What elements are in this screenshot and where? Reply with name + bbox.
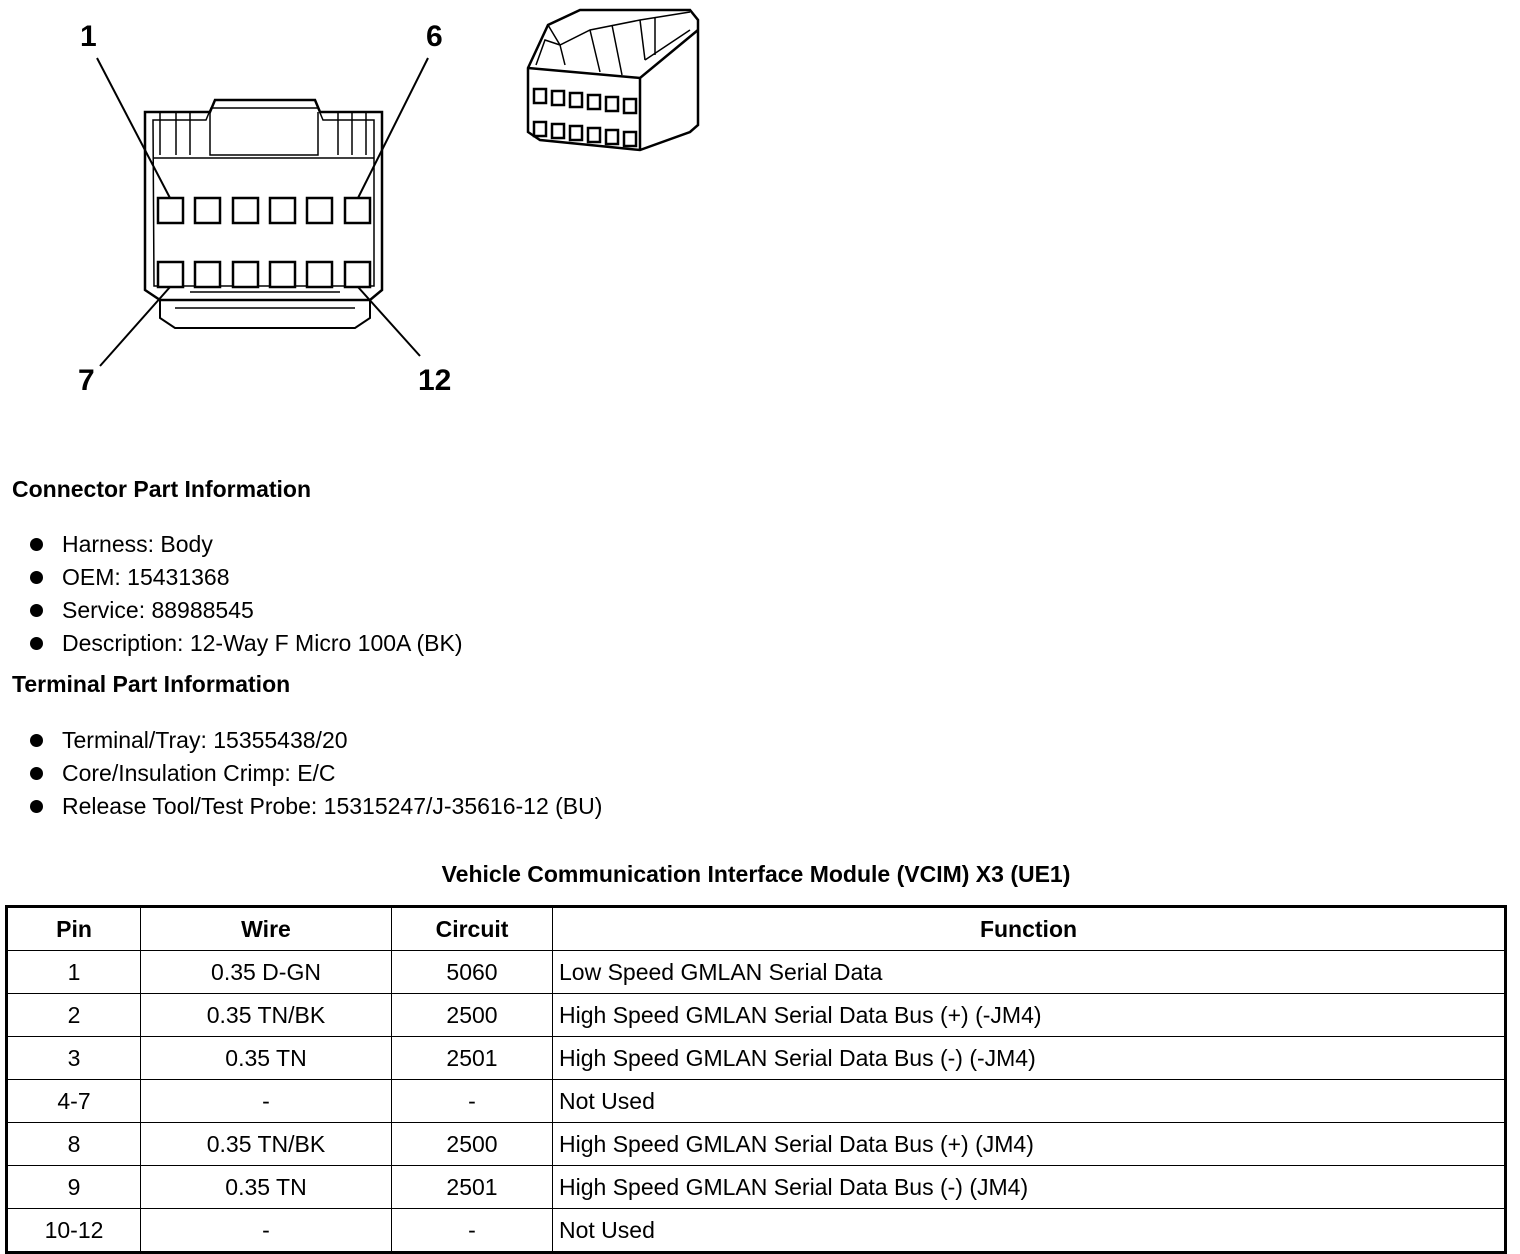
cell-circuit: - (391, 1079, 553, 1123)
cell-function: Not Used (552, 1079, 1506, 1123)
list-item: OEM: 15431368 (28, 561, 463, 594)
cell-pin: 3 (6, 1036, 141, 1080)
connector-face-outline (143, 98, 384, 302)
table-header-row: Pin Wire Circuit Function (6, 906, 1506, 951)
cell-pin: 2 (6, 993, 141, 1037)
cell-wire: 0.35 TN/BK (140, 993, 392, 1037)
list-item: Service: 88988545 (28, 594, 463, 627)
cell-wire: 0.35 D-GN (140, 950, 392, 994)
table-row: 3 0.35 TN 2501 High Speed GMLAN Serial D… (6, 1036, 1506, 1080)
table-row: 4-7 - - Not Used (6, 1079, 1506, 1123)
cell-wire: 0.35 TN (140, 1165, 392, 1209)
cell-pin: 9 (6, 1165, 141, 1209)
header-wire: Wire (140, 906, 392, 951)
table-row: 8 0.35 TN/BK 2500 High Speed GMLAN Seria… (6, 1122, 1506, 1166)
leader-lines (96, 57, 429, 367)
list-item-text: Description: 12-Way F Micro 100A (BK) (62, 630, 463, 656)
table-title: Vehicle Communication Interface Module (… (441, 861, 1071, 887)
pinout-table: Pin Wire Circuit Function 1 0.35 D-GN 50… (5, 905, 1507, 1254)
cell-circuit: 2501 (391, 1165, 553, 1209)
bullet-icon (30, 571, 43, 584)
header-pin: Pin (6, 906, 141, 951)
cell-function: High Speed GMLAN Serial Data Bus (+) (-J… (552, 993, 1506, 1037)
cell-wire: - (140, 1208, 392, 1253)
list-item: Terminal/Tray: 15355438/20 (28, 724, 602, 757)
terminal-info-list: Terminal/Tray: 15355438/20 Core/Insulati… (28, 724, 602, 823)
connector-diagram (96, 8, 700, 367)
bullet-icon (30, 637, 43, 650)
cell-pin: 1 (6, 950, 141, 994)
pin-label-1: 1 (80, 20, 97, 53)
cell-function: High Speed GMLAN Serial Data Bus (-) (-J… (552, 1036, 1506, 1080)
list-item-text: Harness: Body (62, 531, 213, 557)
cell-function: Low Speed GMLAN Serial Data (552, 950, 1506, 994)
cell-wire: 0.35 TN (140, 1036, 392, 1080)
list-item-text: Terminal/Tray: 15355438/20 (62, 727, 348, 753)
list-item-text: Release Tool/Test Probe: 15315247/J-3561… (62, 793, 603, 819)
cell-circuit: 2500 (391, 993, 553, 1037)
list-item-text: Core/Insulation Crimp: E/C (62, 760, 336, 786)
cell-wire: 0.35 TN/BK (140, 1122, 392, 1166)
bullet-icon (30, 800, 43, 813)
bullet-icon (30, 538, 43, 551)
cell-circuit: 5060 (391, 950, 553, 994)
list-item: Harness: Body (28, 528, 463, 561)
bullet-icon (30, 604, 43, 617)
list-item: Release Tool/Test Probe: 15315247/J-3561… (28, 790, 602, 823)
cell-function: Not Used (552, 1208, 1506, 1253)
terminal-info-heading: Terminal Part Information (12, 671, 291, 697)
table-row: 9 0.35 TN 2501 High Speed GMLAN Serial D… (6, 1165, 1506, 1209)
table-row: 10-12 - - Not Used (6, 1208, 1506, 1253)
cell-pin: 4-7 (6, 1079, 141, 1123)
cell-circuit: 2500 (391, 1122, 553, 1166)
header-circuit: Circuit (391, 906, 553, 951)
cell-circuit: 2501 (391, 1036, 553, 1080)
connector-info-list: Harness: Body OEM: 15431368 Service: 889… (28, 528, 463, 660)
header-function: Function (552, 906, 1506, 951)
table-row: 2 0.35 TN/BK 2500 High Speed GMLAN Seria… (6, 993, 1506, 1037)
cell-circuit: - (391, 1208, 553, 1253)
connector-info-heading: Connector Part Information (12, 476, 312, 502)
pin-label-12: 12 (418, 364, 452, 397)
cell-function: High Speed GMLAN Serial Data Bus (-) (JM… (552, 1165, 1506, 1209)
bullet-icon (30, 767, 43, 780)
pin-label-7: 7 (78, 364, 95, 397)
cell-pin: 10-12 (6, 1208, 141, 1253)
list-item-text: Service: 88988545 (62, 597, 254, 623)
table-row: 1 0.35 D-GN 5060 Low Speed GMLAN Serial … (6, 950, 1506, 994)
pin-label-6: 6 (426, 20, 443, 53)
cell-pin: 8 (6, 1122, 141, 1166)
connector-3d-view (526, 8, 700, 152)
bullet-icon (30, 734, 43, 747)
terminal-cavities (156, 196, 372, 289)
cell-function: High Speed GMLAN Serial Data Bus (+) (JM… (552, 1122, 1506, 1166)
list-item: Core/Insulation Crimp: E/C (28, 757, 602, 790)
list-item: Description: 12-Way F Micro 100A (BK) (28, 627, 463, 660)
list-item-text: OEM: 15431368 (62, 564, 230, 590)
cell-wire: - (140, 1079, 392, 1123)
